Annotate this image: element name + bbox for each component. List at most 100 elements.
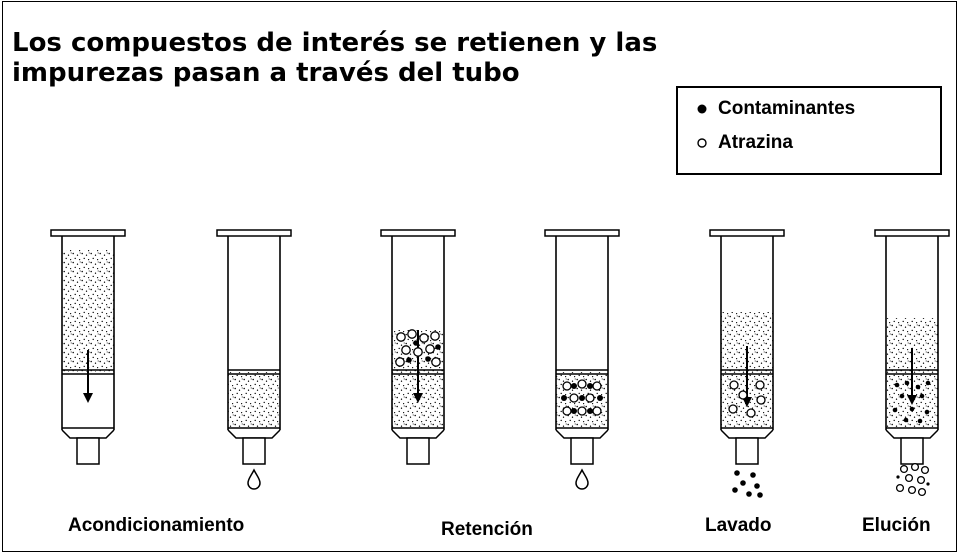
drop-icon <box>247 468 261 490</box>
barrel-taper <box>885 429 939 439</box>
atrazine-particle <box>729 380 739 390</box>
atrazine-particle <box>425 344 435 354</box>
barrel-taper <box>391 429 445 439</box>
atrazine-particle <box>562 406 572 416</box>
drop-icon <box>575 468 589 490</box>
contaminant-particle <box>597 395 603 401</box>
barrel-taper <box>61 429 115 439</box>
syringe-retention-2 <box>544 229 620 490</box>
atrazine-particle <box>920 465 930 475</box>
contaminant-particle <box>571 408 577 414</box>
atrazine-particle <box>577 406 587 416</box>
contaminant-particle <box>435 344 441 350</box>
barrel-tip <box>900 437 924 465</box>
sorbent-bed <box>228 372 280 428</box>
atrazine-particle <box>562 381 572 391</box>
atrazine-particle <box>569 393 579 403</box>
contaminant-particle <box>732 487 738 493</box>
atrazine-particle <box>401 345 411 355</box>
atrazine-particle <box>577 379 587 389</box>
barrel-taper <box>227 429 281 439</box>
barrel-taper <box>555 429 609 439</box>
barrel-flange <box>50 229 126 237</box>
barrel-flange <box>380 229 456 237</box>
atrazine-particle <box>407 329 417 339</box>
legend-label-contaminants: Contaminantes <box>718 98 856 119</box>
atrazine-particle <box>738 390 748 400</box>
contaminant-particle <box>757 492 763 498</box>
figure-title: Los compuestos de interés se retienen y … <box>12 28 912 88</box>
contaminant-particle <box>587 383 593 389</box>
contaminant-particle <box>924 409 930 415</box>
syringe-retention-1 <box>380 229 456 465</box>
syringe-elution <box>874 229 950 497</box>
contaminant-particle <box>750 472 756 478</box>
legend-label-atrazine: Atrazina <box>718 132 793 153</box>
barrel-flange <box>874 229 950 237</box>
atrazine-particle <box>907 485 917 495</box>
atrazine-circle-icon <box>697 138 707 148</box>
barrel-flange <box>216 229 292 237</box>
contaminant-particle <box>926 482 930 486</box>
legend: Contaminantes Atrazina <box>676 86 942 175</box>
title-line-1: Los compuestos de interés se retienen y … <box>12 28 658 58</box>
barrel-tip <box>242 437 266 465</box>
atrazine-particle <box>899 464 909 474</box>
contaminant-particle <box>919 393 925 399</box>
step-label-conditioning: Acondicionamiento <box>68 515 245 536</box>
atrazine-particle <box>746 408 756 418</box>
step-label-retention: Retención <box>441 519 533 540</box>
atrazine-particle <box>756 395 766 405</box>
syringe-conditioning-1 <box>50 229 126 465</box>
atrazine-particle <box>755 380 765 390</box>
contaminant-particle <box>925 380 931 386</box>
step-label-washing: Lavado <box>705 515 772 536</box>
atrazine-particle <box>585 393 595 403</box>
contaminant-particle <box>413 340 419 346</box>
barrel-tip <box>735 437 759 465</box>
contaminant-particle <box>746 491 752 497</box>
contaminant-dot-icon <box>697 104 707 114</box>
legend-item-contaminants: Contaminantes <box>696 98 855 120</box>
atrazine-particle <box>592 406 602 416</box>
step-label-elution: Elución <box>862 515 931 536</box>
legend-item-atrazine: Atrazina <box>696 132 793 154</box>
syringe-washing <box>709 229 785 498</box>
contaminant-particle <box>917 418 923 424</box>
contaminant-particle <box>561 395 567 401</box>
title-line-2: impurezas pasan a través del tubo <box>12 58 520 88</box>
atrazine-particle <box>910 462 920 472</box>
contaminant-particle <box>571 383 577 389</box>
contaminant-particle <box>903 417 909 423</box>
contaminant-particle <box>740 480 746 486</box>
atrazine-particle <box>916 475 926 485</box>
contaminant-particle <box>909 406 915 412</box>
atrazine-particle <box>904 473 914 483</box>
barrel-taper <box>720 429 774 439</box>
contaminant-particle <box>904 380 910 386</box>
barrel-tip <box>406 437 430 465</box>
syringe-conditioning-2 <box>216 229 292 490</box>
barrel-flange <box>709 229 785 237</box>
contaminant-particle <box>896 475 900 479</box>
barrel-tip <box>570 437 594 465</box>
contaminant-particle <box>406 357 412 363</box>
atrazine-particle <box>396 332 406 342</box>
atrazine-particle <box>917 487 927 497</box>
atrazine-particle <box>592 381 602 391</box>
atrazine-particle <box>413 347 423 357</box>
contaminant-particle <box>754 483 760 489</box>
atrazine-particle <box>728 404 738 414</box>
atrazine-particle <box>430 331 440 341</box>
atrazine-particle <box>395 357 405 367</box>
barrel-flange <box>544 229 620 237</box>
atrazine-particle <box>419 333 429 343</box>
barrel-tip <box>76 437 100 465</box>
contaminant-particle <box>579 395 585 401</box>
contaminant-particle <box>425 356 431 362</box>
contaminant-particle <box>899 393 905 399</box>
contaminant-particle <box>892 407 898 413</box>
contaminant-particle <box>587 408 593 414</box>
